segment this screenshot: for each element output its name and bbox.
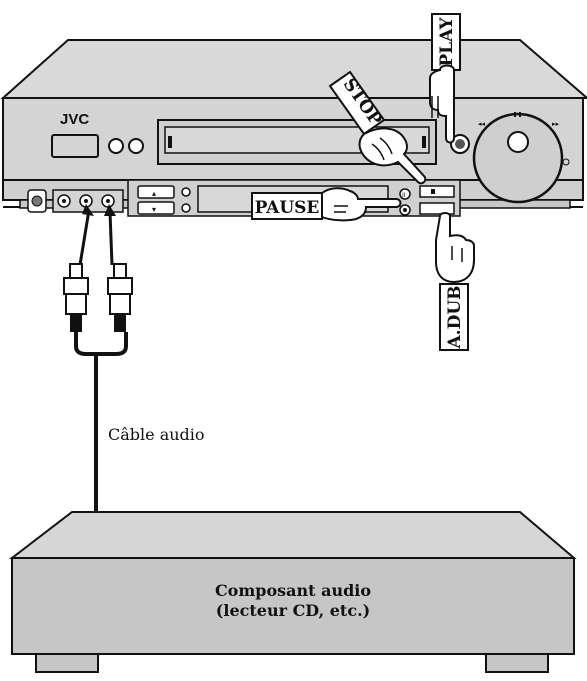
arrow-head-icon <box>82 204 94 216</box>
svg-text:▾: ▾ <box>152 205 156 214</box>
channel-down-button <box>137 201 175 215</box>
play-label: PLAY <box>437 17 457 67</box>
channel-up-button <box>137 185 175 199</box>
adub-label: A.DUB <box>445 285 465 349</box>
stop-eject-button <box>419 185 455 198</box>
arrow-head-icon <box>104 204 116 216</box>
rca-plug-right <box>107 263 133 332</box>
adub-label-box <box>439 283 469 351</box>
front-button <box>108 138 124 154</box>
audio-component-top <box>9 511 577 559</box>
adub-button <box>419 202 455 215</box>
jog-dial <box>472 112 564 204</box>
pause-button <box>399 188 411 200</box>
arrow-line <box>78 209 91 266</box>
cable-label: Câble audio <box>108 425 205 444</box>
audio-component-foot <box>485 653 549 673</box>
stop-label-box <box>328 70 386 136</box>
pointing-hand-icon <box>429 64 455 144</box>
adub-hand: A.DUB <box>435 212 475 351</box>
svg-text:◂◂: ◂◂ <box>478 120 486 128</box>
front-button <box>128 138 144 154</box>
svg-text:▸▸: ▸▸ <box>552 120 560 128</box>
svg-text:II: II <box>402 192 406 199</box>
arrow-line <box>108 211 114 266</box>
front-display <box>51 134 99 158</box>
audio-component-title: Composant audio <box>215 581 371 600</box>
audio-component-subtitle: (lecteur CD, etc.) <box>216 601 370 620</box>
play-hand: PLAY <box>429 13 461 144</box>
audio-cable: Câble audio <box>63 204 205 512</box>
vcr-top <box>0 39 587 99</box>
pointing-hand-icon <box>358 127 427 185</box>
cable-wire <box>74 332 128 356</box>
pause-label: PAUSE <box>255 198 320 218</box>
audio-component: Composant audio (lecteur CD, etc.) <box>9 511 577 673</box>
vcr: JVC ◂◂ ▸▸ ▴ ▾ <box>0 39 587 217</box>
pointing-hand-icon <box>435 212 475 284</box>
svg-text:▴: ▴ <box>152 189 156 198</box>
audio-component-front <box>11 557 575 655</box>
pause-label-box <box>251 192 323 220</box>
pause-hand: PAUSE <box>251 187 402 222</box>
brand-logo: JVC <box>60 111 89 128</box>
rca-plug-left <box>63 263 89 332</box>
audio-component-foot <box>35 653 99 673</box>
play-label-box <box>431 13 461 71</box>
